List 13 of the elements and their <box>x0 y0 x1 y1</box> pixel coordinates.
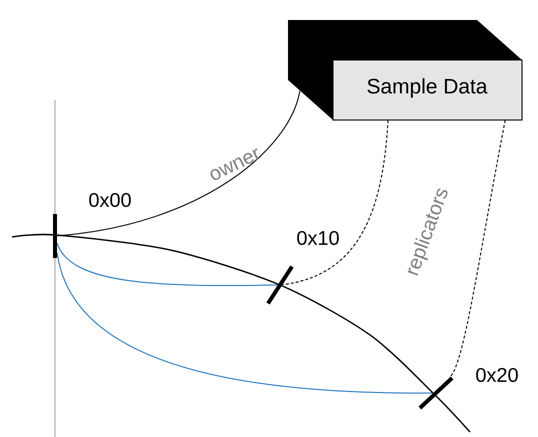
tick-mark <box>418 376 454 410</box>
connector <box>56 90 300 236</box>
tick-mark <box>53 214 57 258</box>
connector <box>450 120 506 377</box>
tick-label: 0x10 <box>297 230 339 246</box>
connector <box>282 120 388 286</box>
connector <box>56 242 278 286</box>
edge-label: owner <box>210 148 259 180</box>
tick-label: 0x20 <box>476 368 518 382</box>
tick-label: 0x00 <box>89 192 131 208</box>
data-box: Sample Data <box>288 20 522 120</box>
connector <box>56 252 434 394</box>
tick-mark <box>266 265 294 305</box>
